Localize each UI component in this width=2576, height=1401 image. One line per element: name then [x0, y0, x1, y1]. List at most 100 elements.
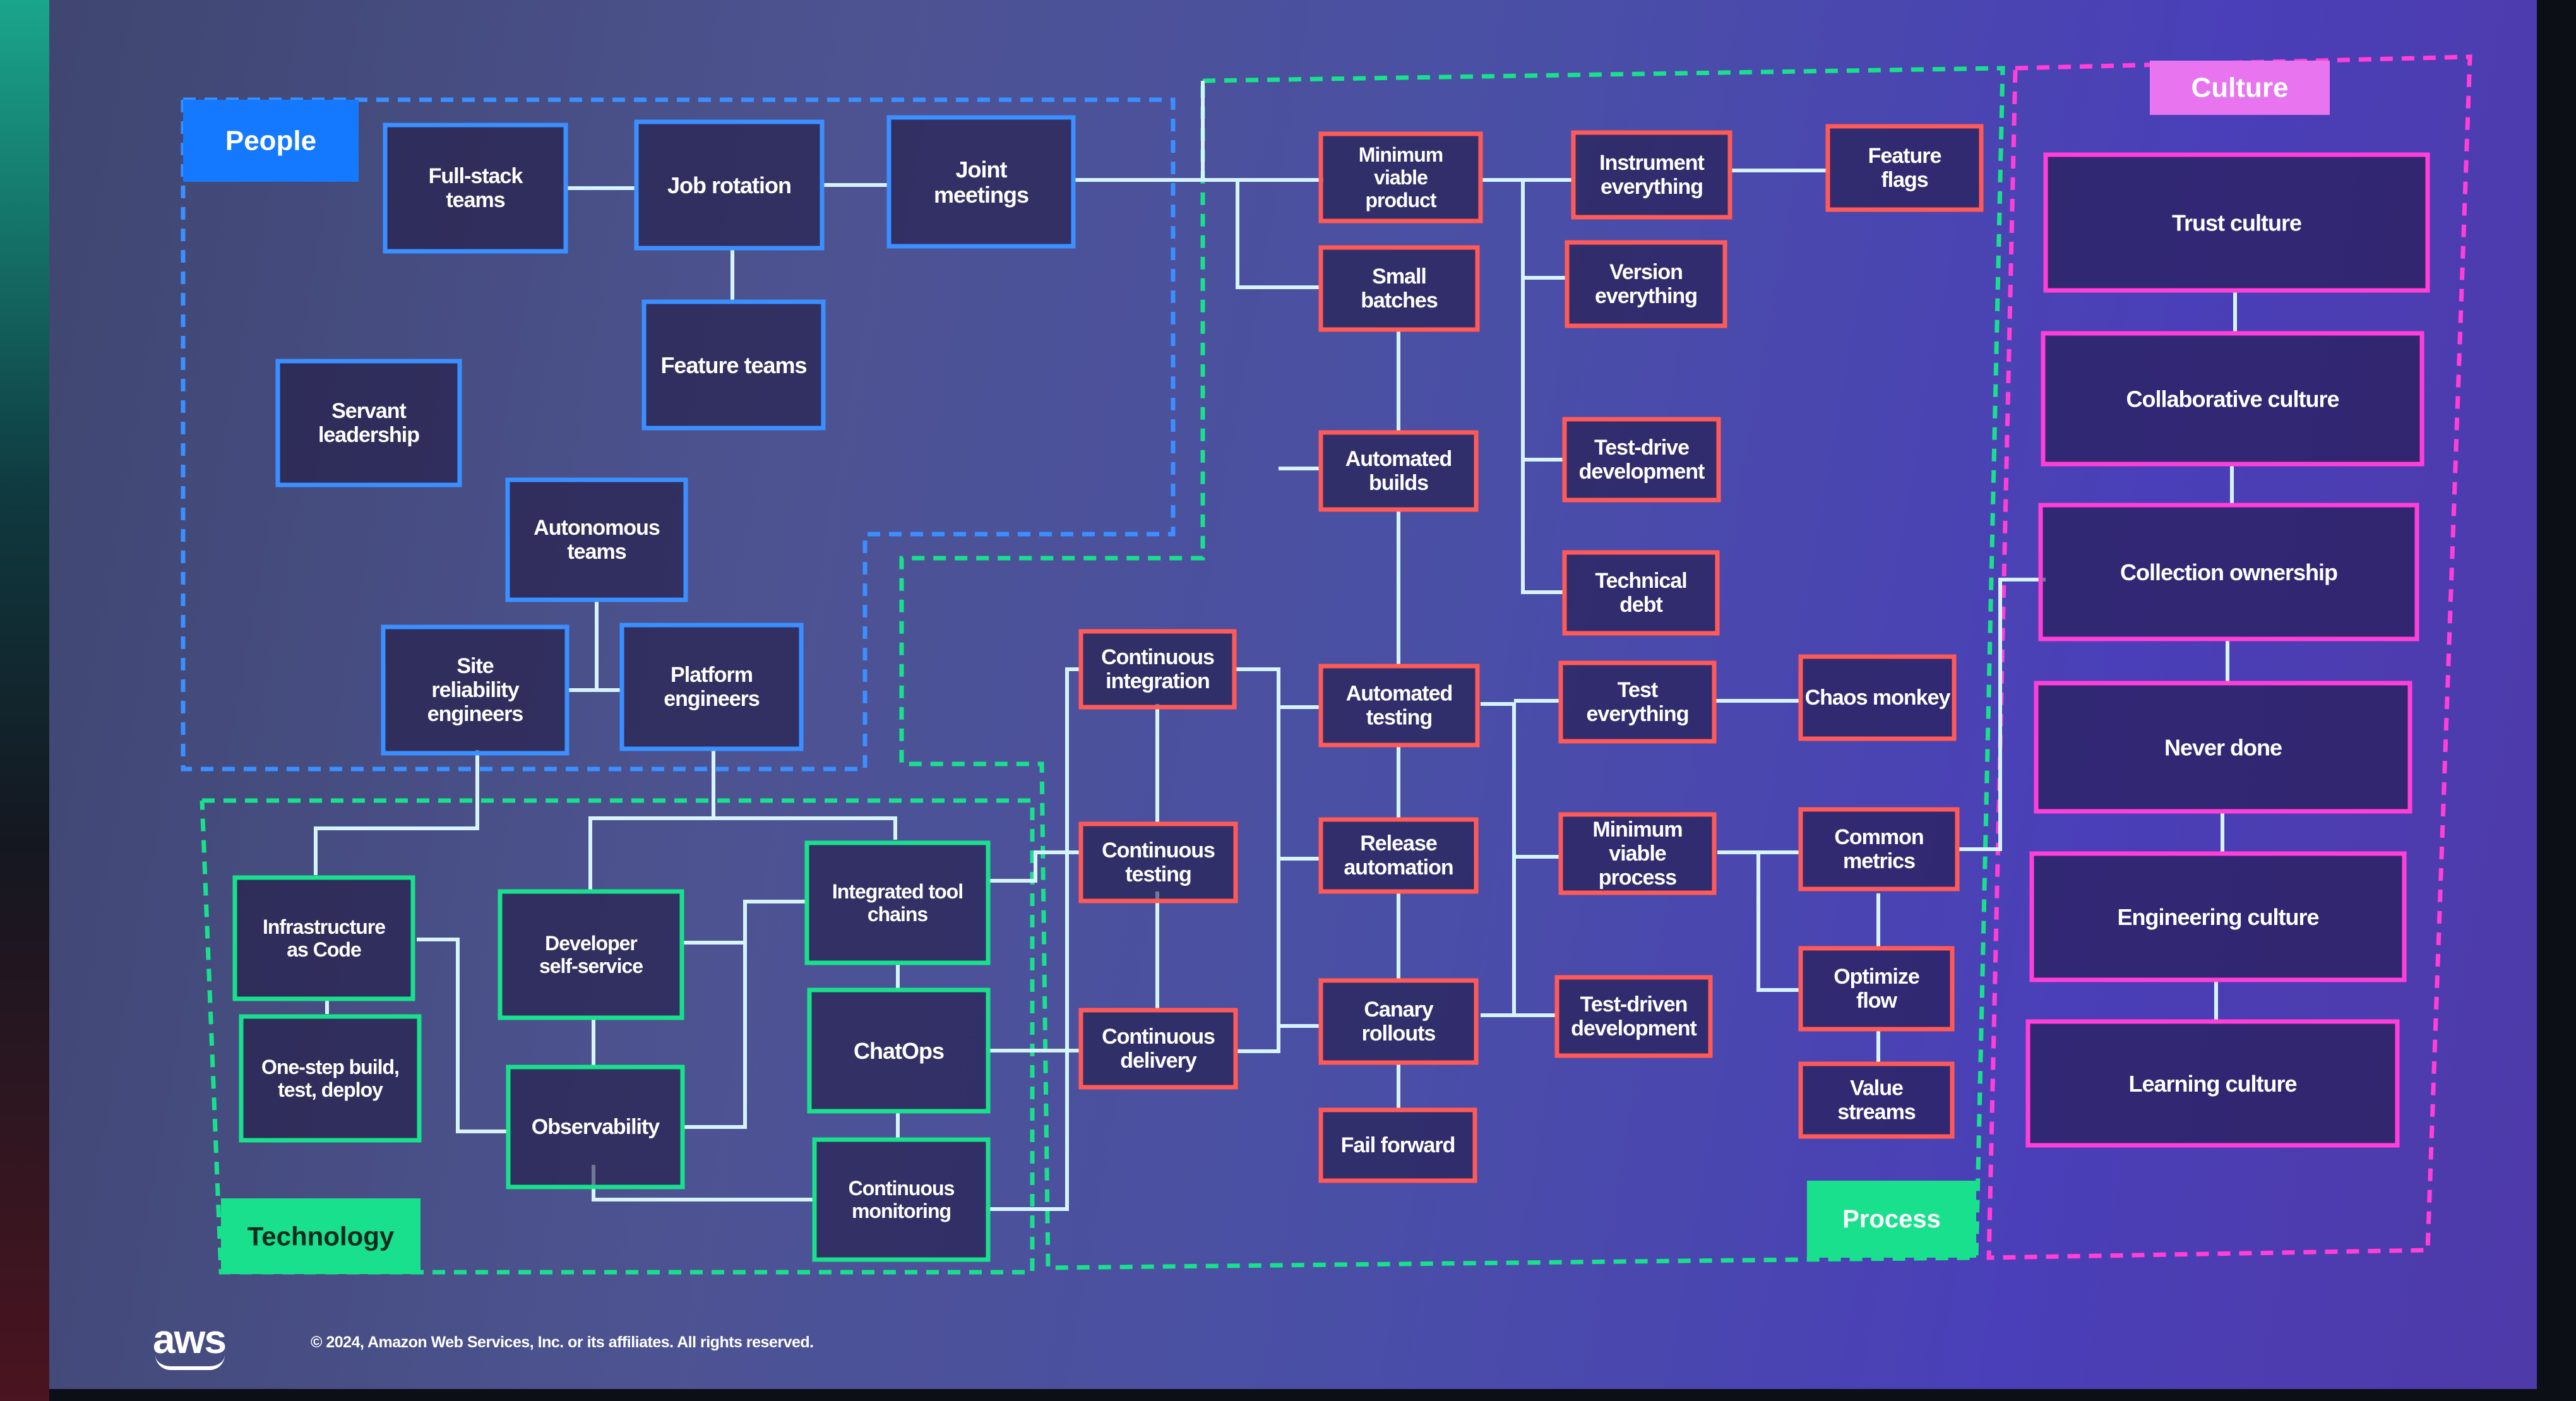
node-label: Learning culture — [2128, 1071, 2296, 1097]
people-label-bg — [183, 100, 359, 182]
node-box — [2041, 331, 2424, 467]
node-feature-teams: Feature teams — [641, 299, 826, 431]
node-label: Fail forward — [1341, 1133, 1455, 1157]
node-one-step: One-step build,test, deploy — [239, 1014, 422, 1143]
connector-line — [1234, 667, 1280, 1053]
node-box — [1318, 978, 1479, 1065]
node-box — [1558, 812, 1717, 895]
connector-line — [1957, 578, 2046, 851]
node-box — [1318, 1107, 1477, 1183]
connector-line — [1236, 180, 1321, 289]
monitor-bezel — [0, 0, 49, 1401]
culture-label-text: Culture — [2191, 73, 2289, 104]
node-box — [1798, 1061, 1955, 1139]
node-box — [232, 875, 415, 1001]
node-label: Job rotation — [667, 172, 791, 198]
node-label: Collaborative culture — [2126, 386, 2339, 412]
node-box — [1318, 817, 1479, 894]
node-box — [1798, 654, 1957, 741]
node-box — [1798, 807, 1960, 891]
connector-line — [1481, 702, 1516, 1017]
node-learning-culture: Learning culture — [2025, 1019, 2400, 1148]
node-box — [506, 1064, 685, 1189]
node-box — [641, 299, 826, 431]
people-label-text: People — [225, 126, 316, 157]
node-box — [886, 115, 1076, 249]
connector-line — [988, 850, 1081, 883]
node-label: Observability — [532, 1115, 660, 1139]
process-group-label: Process — [1807, 1181, 1976, 1258]
node-trust-culture: Trust culture — [2043, 152, 2430, 293]
aws-logo-wordmark: aws — [153, 1316, 227, 1362]
node-box — [383, 122, 568, 254]
node-box — [619, 623, 804, 751]
process-label-text: Process — [1842, 1205, 1941, 1233]
people-group-border — [181, 97, 1176, 772]
node-box — [1078, 629, 1237, 710]
technology-group-label: Technology — [221, 1198, 420, 1274]
node-label: Engineering culture — [2117, 904, 2318, 930]
connector-line — [713, 816, 897, 840]
node-chatops: ChatOps — [807, 987, 991, 1114]
node-box — [812, 1137, 991, 1262]
node-box — [2029, 851, 2407, 982]
node-engineering-culture: Engineering culture — [2029, 851, 2407, 982]
process-label-bg — [1807, 1181, 1976, 1258]
node-collaborative-culture: Collaborative culture — [2041, 331, 2424, 467]
connector-line — [1756, 852, 1801, 992]
node-job-rotation: Job rotation — [634, 119, 825, 251]
node-box — [634, 119, 825, 251]
aws-logo-smile — [155, 1355, 225, 1370]
connector-line — [314, 750, 479, 875]
node-box — [2025, 1019, 2400, 1148]
node-label: ChatOps — [854, 1038, 944, 1064]
copyright-notice: © 2024, Amazon Web Services, Inc. or its… — [311, 1333, 814, 1351]
node-box — [804, 840, 991, 965]
node-label: Never done — [2164, 734, 2282, 760]
node-box — [381, 624, 569, 756]
connector-line — [988, 667, 1081, 1211]
technology-label-bg — [221, 1198, 420, 1274]
people-group-label: People — [183, 100, 359, 182]
node-box — [498, 889, 684, 1020]
node-box — [1558, 660, 1717, 744]
